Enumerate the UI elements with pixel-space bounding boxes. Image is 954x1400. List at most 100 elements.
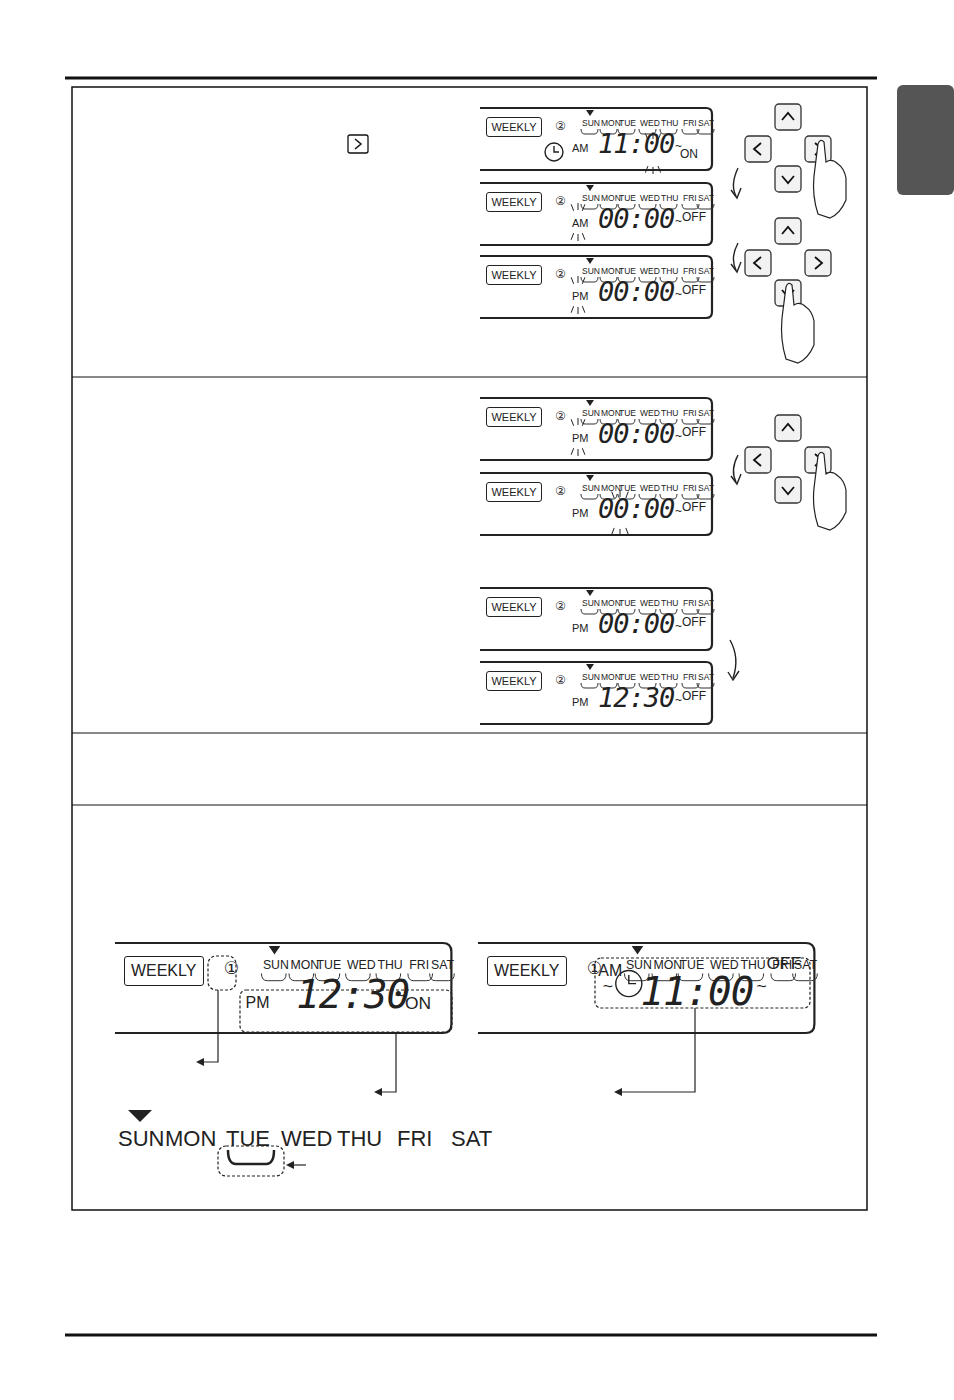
button-chevron — [754, 454, 761, 466]
blink-mark — [578, 449, 579, 456]
weekly-label: WEEKLY — [491, 270, 536, 281]
weekly-label: WEEKLY — [491, 602, 536, 613]
day-bracket — [697, 683, 714, 688]
day-name: WED — [640, 484, 660, 493]
time-digits: 00:00 — [598, 610, 674, 637]
lcd-outline — [115, 943, 451, 1033]
day-name: TUE — [619, 599, 636, 608]
time-digits: 00:00 — [598, 420, 674, 447]
button-chevron — [782, 227, 794, 234]
button-chevron — [754, 143, 761, 155]
day-bracket — [697, 609, 714, 614]
tilde: ~ — [675, 430, 682, 442]
day-name: TUE — [619, 194, 636, 203]
blink-mark — [571, 277, 574, 284]
blink-mark — [571, 204, 574, 211]
day-bracket — [430, 973, 455, 980]
time-digits: 12:30 — [296, 975, 409, 1014]
day-name: THU — [740, 959, 765, 971]
day-name: SUN — [118, 1128, 164, 1150]
program-number: ① — [224, 960, 240, 977]
program-number: ② — [555, 600, 566, 612]
blink-mark — [612, 528, 615, 535]
lcd-outline — [480, 588, 712, 650]
day-name: SAT — [698, 599, 714, 608]
tilde: ~ — [675, 288, 682, 300]
am-pm: PM — [572, 508, 589, 519]
clock-hands — [629, 975, 636, 984]
am-pm: PM — [572, 697, 589, 708]
tilde: ~ — [603, 978, 613, 995]
day-name: TUE — [619, 409, 636, 418]
day-marker — [586, 590, 594, 596]
lcd-outline — [480, 183, 712, 245]
am-pm: PM — [572, 433, 589, 444]
blink-mark — [571, 419, 574, 426]
day-marker — [586, 185, 594, 191]
day-name: SAT — [698, 267, 714, 276]
weekly-label: WEEKLY — [491, 487, 536, 498]
weekly-box: WEEKLY — [486, 192, 542, 212]
day-marker — [269, 946, 281, 955]
day-name: THU — [377, 959, 402, 971]
day-marker — [586, 475, 594, 481]
day-marker — [586, 258, 594, 264]
on-off: OFF — [682, 616, 706, 628]
day-name: SUN — [263, 959, 289, 971]
day-name: FRI — [683, 409, 697, 418]
weekly-box: WEEKLY — [486, 671, 542, 691]
day-name: WED — [640, 194, 660, 203]
day-bracket — [581, 683, 598, 688]
day-name: FRI — [683, 673, 697, 682]
day-name: WED — [640, 599, 660, 608]
day-name: WED — [640, 673, 660, 682]
day-name: THU — [661, 119, 678, 128]
weekly-box: WEEKLY — [124, 956, 204, 986]
blink-mark — [571, 233, 574, 240]
on-off: ON — [405, 995, 431, 1012]
weekly-box: WEEKLY — [486, 597, 542, 617]
day-name: WED — [347, 959, 376, 971]
day-name: MON — [290, 959, 319, 971]
day-name: SAT — [698, 673, 714, 682]
day-bracket — [697, 204, 714, 209]
day-name: THU — [661, 409, 678, 418]
arrow-button — [805, 250, 831, 276]
day-name: SAT — [431, 959, 454, 971]
day-name: FRI — [683, 119, 697, 128]
blink-mark — [582, 448, 585, 455]
blink-mark — [578, 276, 579, 283]
day-name: FRI — [409, 959, 429, 971]
day-name: WED — [640, 409, 660, 418]
day-bracket — [682, 129, 699, 134]
blink-mark — [658, 166, 661, 173]
weekly-label: WEEKLY — [491, 412, 536, 423]
am-pm: PM — [246, 995, 270, 1011]
day-name: TUE — [226, 1128, 270, 1150]
arrow-button — [775, 166, 801, 192]
weekly-box: WEEKLY — [486, 265, 542, 285]
lcd-outline — [480, 256, 712, 318]
button-chevron — [782, 113, 794, 120]
day-marker — [586, 110, 594, 116]
weekly-label: WEEKLY — [131, 963, 196, 979]
day-name: FRI — [683, 194, 697, 203]
day-marker — [586, 664, 594, 670]
day-name: SAT — [698, 194, 714, 203]
on-off: OFF — [767, 955, 802, 972]
weekly-box: WEEKLY — [486, 482, 542, 502]
day-bracket — [697, 494, 714, 499]
day-name: SUN — [582, 194, 600, 203]
day-name: SAT — [698, 484, 714, 493]
blink-mark — [582, 233, 585, 240]
program-number: ② — [555, 268, 566, 280]
tilde: ~ — [675, 505, 682, 517]
on-off: ON — [680, 148, 698, 160]
day-name: MON — [601, 409, 621, 418]
day-name: WED — [640, 267, 660, 276]
tilde: ~ — [675, 694, 682, 706]
day-name: THU — [337, 1128, 382, 1150]
program-number: ② — [555, 195, 566, 207]
am-pm: AM — [572, 218, 589, 229]
